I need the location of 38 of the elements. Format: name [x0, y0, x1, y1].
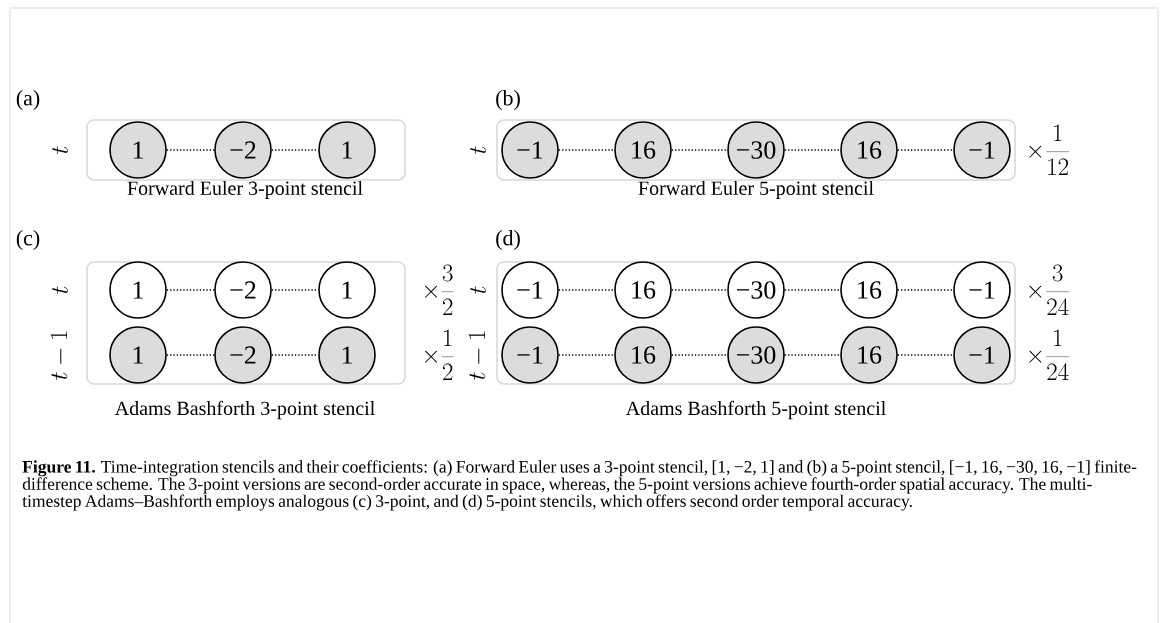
scale-factor: $\times\frac{1}{2}$ — [425, 329, 454, 380]
figure-caption: Figure 11. Time-integration stencils and their coefficients: (a) Forward Euler uses a 3-point stencil, [1, −2, 1] and (b) a 5-point stencil, [−1, 16, −30, 16, −1] finite-difference scheme. The 3-point versions are second-order accurate in space, whereas, the 5-point versions achieve fourth-order spatial accuracy. The multi-timestep Adams–Bashforth employs analogous (c) 3-point, and (d) 5-point stencils, which offers second order temporal accuracy. — [22, 460, 1137, 511]
row-label: $t$ — [470, 146, 486, 154]
dotted-connector — [897, 289, 954, 291]
row-label: $t$ — [52, 146, 68, 154]
row-label: $t$ — [52, 286, 68, 294]
dotted-connector — [671, 149, 728, 151]
panel-caption: Forward Euler 3-point stencil — [127, 180, 363, 200]
dotted-connector — [271, 149, 319, 151]
dotted-connector — [166, 289, 215, 291]
dotted-connector — [897, 354, 954, 356]
dotted-connector — [271, 289, 319, 291]
dotted-connector — [671, 289, 728, 291]
dotted-connector — [784, 354, 841, 356]
row-label: $t-1$ — [468, 331, 486, 380]
row-label: $t$ — [470, 286, 486, 294]
dotted-connector — [558, 289, 615, 291]
panel-label: (d) — [496, 230, 520, 250]
dotted-connector — [671, 354, 728, 356]
panel-label: (c) — [16, 230, 40, 250]
dotted-connector — [558, 354, 615, 356]
scale-factor: $\times\frac{1}{24}$ — [1029, 329, 1070, 380]
dotted-connector — [166, 354, 215, 356]
row-label: $t-1$ — [50, 331, 68, 380]
scale-factor: $\times\frac{3}{2}$ — [425, 264, 454, 315]
dotted-connector — [897, 149, 954, 151]
panel-caption: Adams Bashforth 3-point stencil — [114, 400, 375, 420]
scale-factor: $\times\frac{1}{12}$ — [1029, 124, 1070, 175]
dotted-connector — [166, 149, 215, 151]
dotted-connector — [784, 289, 841, 291]
panel-caption: Adams Bashforth 5-point stencil — [625, 400, 886, 420]
panel-label: (b) — [496, 90, 520, 110]
panel-label: (a) — [16, 90, 40, 110]
panel-caption: Forward Euler 5-point stencil — [638, 180, 874, 200]
dotted-connector — [271, 354, 319, 356]
dotted-connector — [558, 149, 615, 151]
dotted-connector — [784, 149, 841, 151]
scale-factor: $\times\frac{3}{24}$ — [1029, 264, 1070, 315]
